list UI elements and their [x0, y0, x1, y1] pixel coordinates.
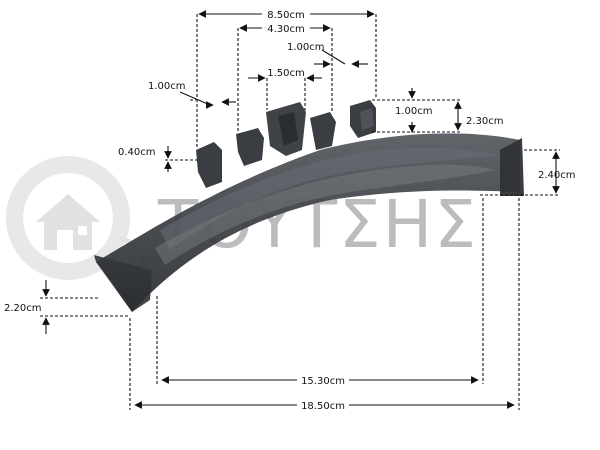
dim-8-50-label: 8.50cm	[267, 10, 305, 21]
dim-4-30-label: 4.30cm	[267, 24, 305, 35]
door-handle-part	[94, 100, 524, 312]
dim-1-00-right-label: 1.00cm	[395, 106, 433, 117]
dim-2-30-label: 2.30cm	[466, 116, 504, 127]
dim-15-30-label: 15.30cm	[301, 376, 345, 387]
dim-2-20-label: 2.20cm	[4, 303, 42, 314]
dim-1-50-label: 1.50cm	[267, 68, 305, 79]
dim-0-40-label: 0.40cm	[118, 147, 156, 158]
dim-1-00-top-label: 1.00cm	[287, 42, 325, 53]
dim-2-40-label: 2.40cm	[538, 170, 576, 181]
dimension-annotations	[40, 10, 560, 410]
house-plug-icon	[6, 156, 147, 280]
dim-1-00-left-label: 1.00cm	[148, 81, 186, 92]
dim-18-50-label: 18.50cm	[301, 401, 345, 412]
dimension-labels: 8.50cm 4.30cm 1.00cm 1.50cm 1.00cm 1.00c…	[4, 8, 576, 412]
